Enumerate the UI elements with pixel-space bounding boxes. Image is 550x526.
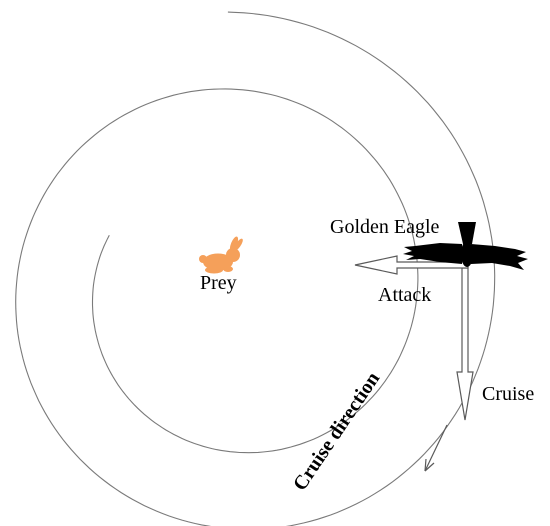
rabbit-icon: [199, 236, 243, 274]
attack-label: Attack: [378, 284, 431, 306]
cruise-direction-label: Cruise direction: [289, 368, 384, 495]
cruise-label: Cruise: [482, 383, 534, 405]
attack-arrow: [354, 255, 469, 275]
cruise-direction-arrow: [424, 424, 448, 472]
cruise-arrow: [456, 267, 474, 421]
eagle-silhouette-icon: [403, 222, 528, 270]
golden-eagle-label: Golden Eagle: [330, 216, 440, 238]
prey-label: Prey: [200, 272, 237, 294]
spiral-flight-path: [15, 11, 496, 526]
